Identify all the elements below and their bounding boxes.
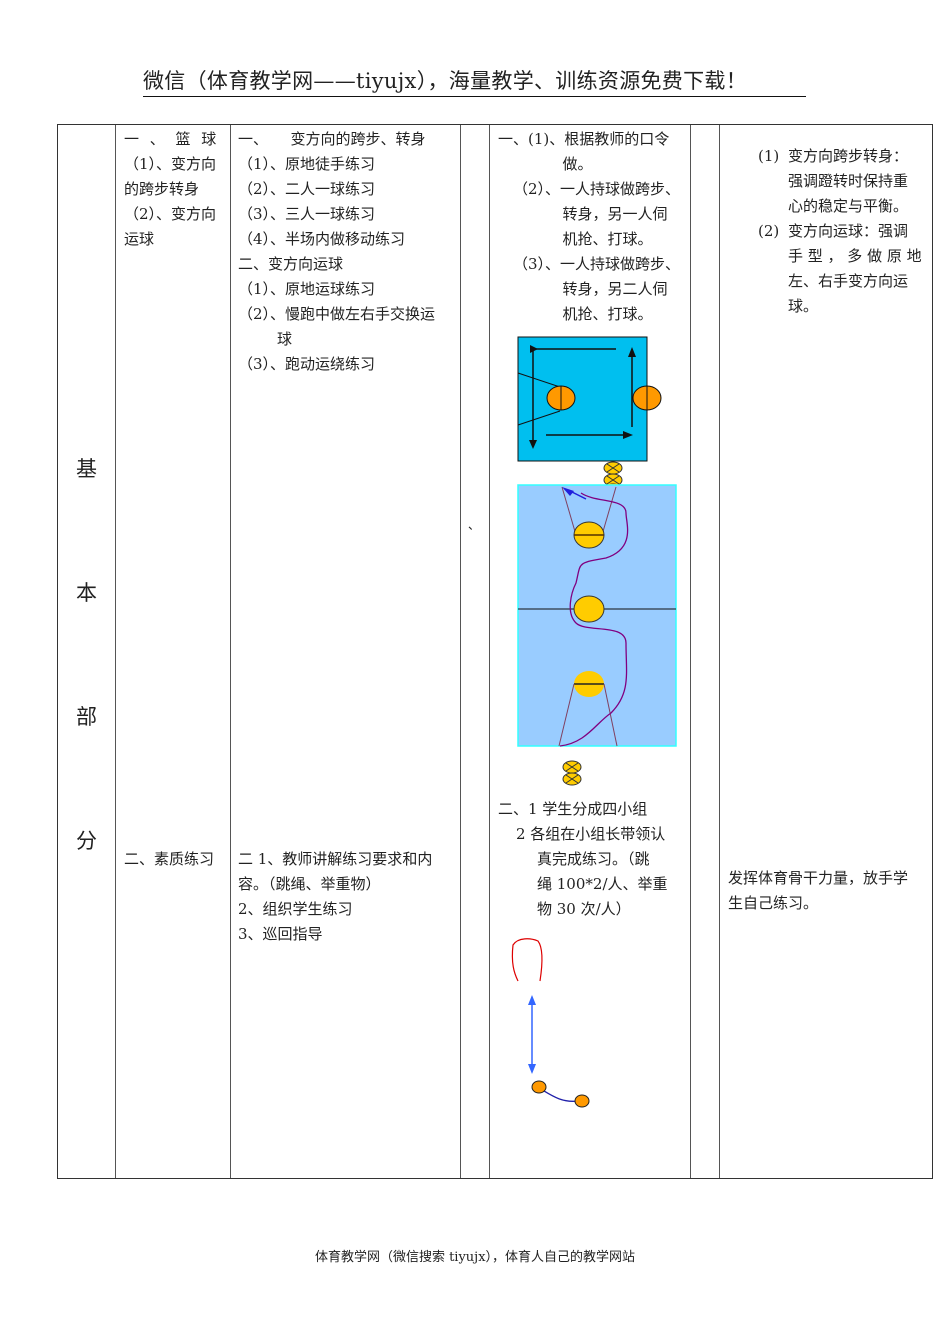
note-line: 变方向跨步转身： [788, 147, 909, 165]
teacher-line: 一、 变方向的跨步、转身 [238, 130, 426, 148]
student-line: （3）、一人持球做跨步、 [513, 255, 681, 273]
teacher-line: 球 [277, 330, 293, 348]
teacher-line: （3）、三人一球练习 [238, 205, 376, 223]
teacher-line: （1）、原地运球练习 [238, 280, 376, 298]
page-footer: 体育教学网（微信搜索 tiyujx），体育人自己的教学网站 [314, 1250, 636, 1265]
section-label-char: 部 [76, 705, 97, 729]
teacher-line: 2、组织学生练习 [238, 900, 353, 918]
column-divider [460, 125, 461, 1178]
content-basketball: 一 、 篮 球 （1）、变方向 的跨步转身 （2）、变方向 运球 [124, 127, 228, 252]
teacher-line: 容。（跳绳、举重物） [238, 875, 381, 893]
note-line: 球。 [788, 297, 819, 315]
student-line: 二、1 学生分成四小组 [498, 800, 648, 818]
column-divider [690, 125, 691, 1178]
teacher-basketball: 一、 变方向的跨步、转身 （1）、原地徒手练习 （2）、二人一球练习 （3）、三… [238, 127, 458, 377]
student-line: 一、(1)、根据教师的口令 [498, 130, 670, 148]
teacher-line: 3、巡回指导 [238, 925, 323, 943]
student-line: 转身，另二人伺 [562, 280, 668, 298]
student-line: 转身，另一人伺 [562, 205, 668, 223]
teacher-line: （1）、原地徒手练习 [238, 155, 376, 173]
teacher-line: （4）、半场内做移动练习 [238, 230, 406, 248]
students-fitness: 二、1 学生分成四小组 2 各组在小组长带领认 真完成练习。（跳 绳 100*2… [498, 797, 688, 922]
column-divider [115, 125, 116, 1178]
notes-fitness: 发挥体育骨干力量，放手学 生自己练习。 [728, 866, 932, 916]
note-number: (1) [758, 147, 780, 165]
student-line: 2 各组在小组长带领认 [516, 825, 666, 843]
note-line: 生自己练习。 [728, 894, 819, 912]
note-line: 左、右手变方向运 [788, 272, 909, 290]
student-line: 做。 [562, 155, 593, 173]
note-item: (2) 变方向运球：强调 手 型 ， 多 做 原 地 左、右手变方向运 球。 [758, 219, 928, 319]
note-line: 心的稳定与平衡。 [788, 197, 909, 215]
student-line: 机抢、打球。 [562, 230, 653, 248]
court-diagram-crossover [517, 336, 662, 487]
lesson-table: 基 本 部 分 一 、 篮 球 （1）、变方向 的跨步转身 （2）、变方向 运球… [57, 124, 933, 1179]
note-number: (2) [758, 222, 780, 240]
content-line: 运球 [124, 230, 155, 248]
student-line: 真完成练习。（跳 [537, 850, 650, 868]
column-divider [719, 125, 720, 1178]
student-line: 物 30 次/人） [537, 900, 631, 918]
column-divider [230, 125, 231, 1178]
content-line: （1）、变方向 [124, 155, 217, 173]
teacher-line: 二、变方向运球 [238, 255, 344, 273]
content-line: （2）、变方向 [124, 205, 217, 223]
section-label-char: 分 [76, 829, 97, 853]
section-label-char: 本 [76, 581, 97, 605]
jump-rope-diagram [511, 938, 590, 1108]
column-divider [489, 125, 490, 1178]
notes-basketball: (1) 变方向跨步转身： 强调蹬转时保持重 心的稳定与平衡。 (2) 变方向运球… [758, 144, 928, 319]
court-diagram-dribble [517, 483, 677, 786]
content-line: 的跨步转身 [124, 180, 200, 198]
note-line: 强调蹬转时保持重 [788, 172, 909, 190]
section-label-char: 基 [76, 457, 97, 481]
student-line: 机抢、打球。 [562, 305, 653, 323]
page-header: 微信（体育教学网——tiyujx），海量教学、训练资源免费下载！ [143, 66, 806, 97]
note-line: 手 型 ， 多 做 原 地 [788, 247, 922, 265]
teacher-line: （2）、二人一球练习 [238, 180, 376, 198]
content-line: 一 、 篮 球 [124, 130, 220, 148]
student-line: 绳 100*2/人、举重 [537, 875, 668, 893]
teacher-line: 二 1、教师讲解练习要求和内 [238, 850, 433, 868]
separator-mark: 、 [468, 518, 481, 532]
note-line: 发挥体育骨干力量，放手学 [728, 869, 909, 887]
content-fitness: 二、素质练习 [124, 850, 215, 868]
teacher-fitness: 二 1、教师讲解练习要求和内 容。（跳绳、举重物） 2、组织学生练习 3、巡回指… [238, 847, 458, 947]
students-basketball: 一、(1)、根据教师的口令 做。 （2）、一人持球做跨步、 转身，另一人伺 机抢… [498, 127, 688, 327]
teacher-line: （2）、慢跑中做左右手交换运 [238, 305, 436, 323]
note-line: 变方向运球：强调 [788, 222, 909, 240]
note-item: (1) 变方向跨步转身： 强调蹬转时保持重 心的稳定与平衡。 [758, 144, 928, 219]
student-line: （2）、一人持球做跨步、 [513, 180, 681, 198]
teacher-line: （3）、跑动运绕练习 [238, 355, 376, 373]
